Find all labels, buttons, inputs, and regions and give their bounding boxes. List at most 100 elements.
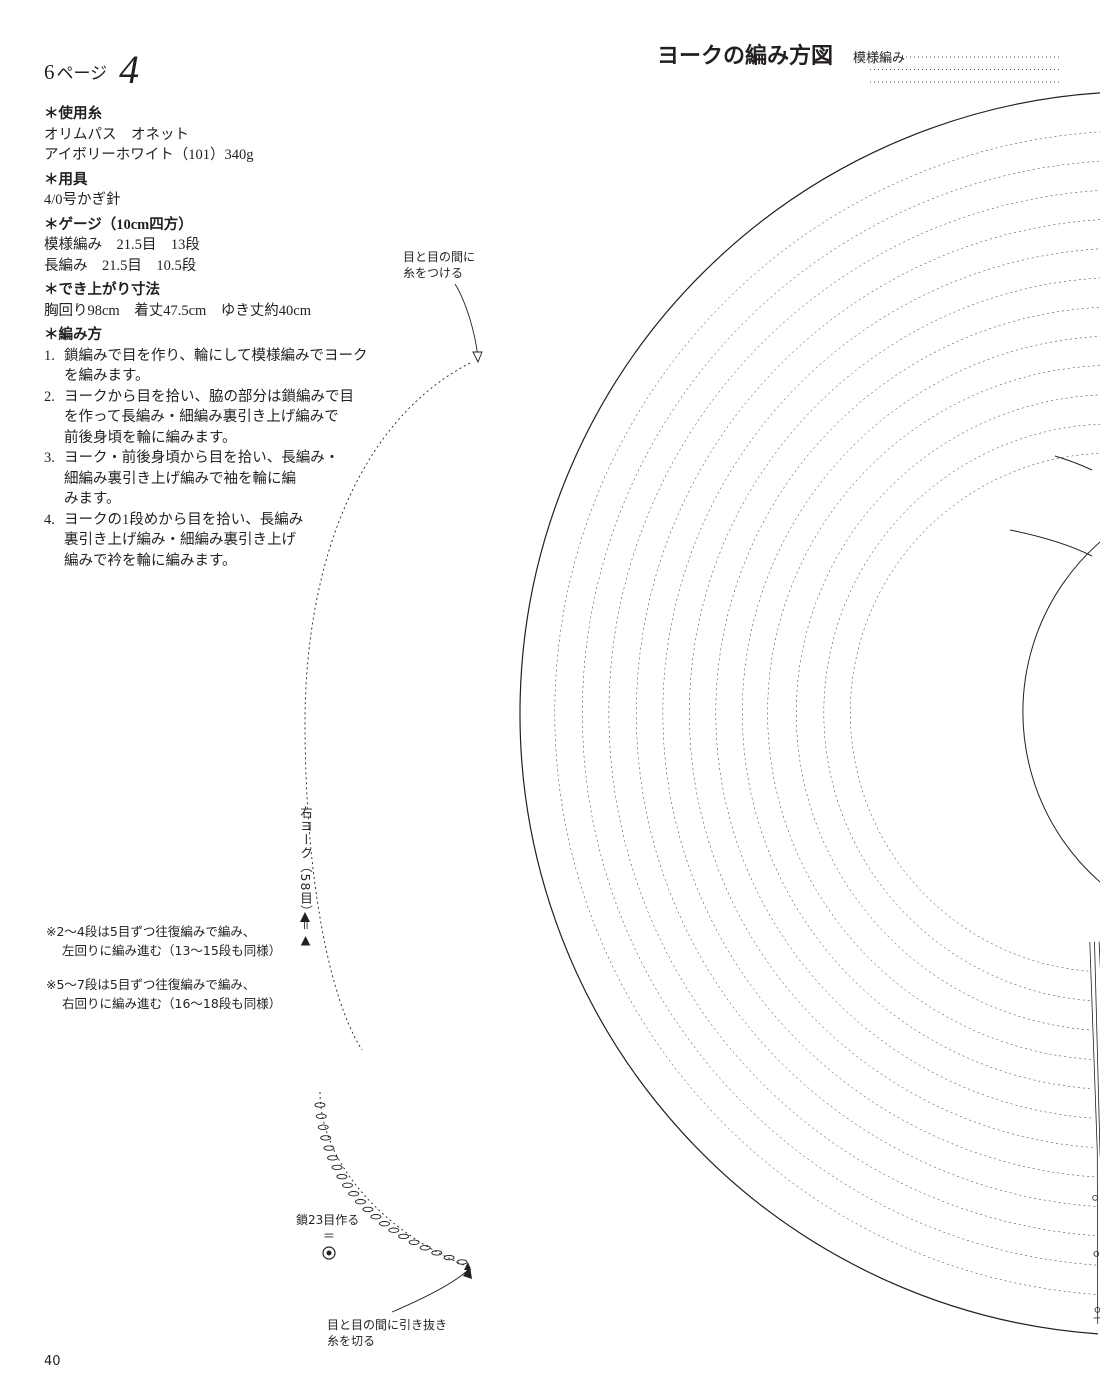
step-line: 細編み裏引き上げ編みで袖を輪に編: [64, 470, 296, 487]
chain-oval: [431, 1250, 443, 1256]
chart-background: [519, 92, 1100, 1335]
chain-oval: [348, 1191, 360, 1197]
step-line: ヨークから目を拾い、脇の部分は鎖編みで目: [64, 388, 354, 405]
step-number: 2.: [44, 388, 55, 405]
gauge-pattern: 模様編み 21.5目 13段: [44, 237, 200, 253]
stitch-column: [1089, 941, 1099, 1324]
inner-edge: [1054, 455, 1093, 471]
note-line: 右回りに編み進む（16〜18段も同様）: [62, 996, 282, 1011]
chain-oval: [408, 1239, 420, 1245]
step-line: ヨークの1段めから目を拾い、長編み: [64, 511, 304, 528]
row-guide: [796, 394, 1100, 1031]
footer-page-number: 40: [44, 1354, 61, 1369]
inner-edge: [1009, 529, 1093, 557]
pattern-number: 4: [119, 47, 140, 92]
header-page-number: 6: [44, 60, 55, 84]
note: ※5〜7段は5目ずつ往復編みで編み、 右回りに編み進む（16〜18段も同様）: [46, 975, 281, 1013]
join-yarn-line: 目と目の間に: [403, 250, 476, 264]
row-guide: [636, 219, 1100, 1207]
right-yoke-label: 右ヨーク（58目）＝▲: [298, 806, 313, 948]
step-number: 1.: [44, 347, 55, 364]
chain-oval: [456, 1259, 468, 1265]
row-guide: [662, 248, 1100, 1178]
chart-annotations: [300, 56, 1060, 1313]
yarn-brand: オリムパス オネット: [44, 126, 189, 143]
chain-equals-label: ＝: [323, 1229, 336, 1243]
stitch-mark: [1092, 1195, 1098, 1201]
row-guide: [582, 161, 1100, 1266]
step-line: を作って長編み・細編み裏引き上げ編みで: [64, 409, 339, 425]
step-line: 編みで衿を輪に編みます。: [64, 552, 237, 569]
method-step: 1. 鎖編みで目を作り、輪にして模様編みでヨーク を編みます。: [44, 346, 374, 387]
chain-oval: [370, 1214, 382, 1220]
diagram-title: ヨークの編み方図: [657, 44, 834, 69]
start-symbol-center: [326, 1250, 332, 1256]
yoke-dashed-arc: [304, 362, 471, 1051]
outer-edge: [519, 92, 1100, 1335]
step-number: 4.: [44, 511, 55, 528]
stitch-grid: [554, 131, 1100, 1324]
chain-oval: [342, 1182, 353, 1188]
yarn-color: アイボリーホワイト（101）340g: [44, 147, 254, 163]
tools-heading: ＊用具: [44, 171, 88, 188]
method-step: 4. ヨークの1段めから目を拾い、長編み 裏引き上げ編み・細編み裏引き上げ 編み…: [44, 510, 374, 572]
method-heading: ＊編み方: [44, 327, 102, 343]
fasten-off-line: 目と目の間に引き抜き: [327, 1318, 448, 1332]
step-line: 前後身頃を輪に編みます。: [64, 429, 237, 446]
size-values: 胸回り98cm 着丈47.5cm ゆき丈約40cm: [44, 302, 312, 319]
step-line: みます。: [64, 491, 121, 507]
gauge-heading: ＊ゲージ（10cm四方）: [44, 216, 193, 233]
notes: ※2〜4段は5目ずつ往復編みで編み、 左回りに編み進む（13〜15段も同様） ※…: [46, 922, 281, 1028]
yarn-heading: ＊使用糸: [44, 106, 102, 122]
chain-oval: [443, 1254, 455, 1261]
hook-size: 4/0号かぎ針: [44, 192, 121, 208]
chain-oval: [388, 1227, 400, 1233]
chain-oval: [419, 1245, 431, 1251]
row-guide: [689, 277, 1100, 1148]
step-line: 裏引き上げ編み・細編み裏引き上げ: [64, 532, 296, 548]
chain-oval: [331, 1164, 343, 1171]
note-line: 左回りに編み進む（13〜15段も同様）: [62, 943, 282, 958]
chain-oval: [355, 1199, 366, 1205]
row-guide: [850, 453, 1100, 972]
fasten-off-label: 目と目の間に引き抜き 糸を切る: [327, 1317, 447, 1349]
chain-oval: [327, 1155, 339, 1161]
chain-oval: [379, 1221, 390, 1227]
row-guide: [715, 307, 1100, 1119]
chain-oval: [398, 1233, 410, 1240]
materials-info: ＊使用糸 オリムパス オネット アイボリーホワイト（101）340g ＊用具 4…: [44, 104, 374, 571]
diagram-subtitle: 模様編み: [853, 51, 906, 66]
triangle-marker-icon: [300, 912, 310, 922]
size-heading: ＊でき上がり寸法: [44, 282, 160, 298]
note-line: ※2〜4段は5目ずつ往復編みで編み、: [46, 924, 256, 939]
join-yarn-leader: [454, 283, 479, 359]
stitch-mark: [1093, 1251, 1100, 1257]
method-step: 2. ヨークから目を拾い、脇の部分は鎖編みで目 を作って長編み・細編み裏引き上げ…: [44, 387, 374, 449]
header-page-label: ページ: [56, 64, 108, 83]
row-guide: [767, 365, 1100, 1060]
row-guide: [823, 424, 1100, 1001]
chain-oval: [320, 1135, 332, 1141]
fasten-off-leader: [391, 1269, 469, 1313]
join-yarn-line: 糸をつける: [403, 266, 464, 280]
join-yarn-label: 目と目の間に 糸をつける: [403, 249, 475, 281]
arrow-icon: [472, 351, 483, 364]
row-guide: [608, 190, 1100, 1236]
start-triangle-icon: [464, 1262, 471, 1270]
chain-oval: [317, 1124, 329, 1130]
step-line: 鎖編みで目を作り、輪にして模様編みでヨーク: [64, 347, 368, 364]
stitch-column: [1094, 941, 1100, 1159]
inner-edge: [1022, 541, 1100, 883]
row-guide: [554, 131, 1100, 1295]
start-symbol-icon: [322, 1246, 336, 1260]
fasten-off-line: 糸を切る: [327, 1334, 376, 1348]
step-number: 3.: [44, 450, 55, 466]
chain-oval: [314, 1102, 326, 1108]
step-line: ヨーク・前後身頃から目を拾い、長編み・: [64, 450, 340, 466]
step-line: を編みます。: [64, 368, 150, 384]
note-line: ※5〜7段は5目ずつ往復編みで編み、: [46, 977, 256, 992]
chain-oval: [362, 1206, 374, 1213]
chain-oval: [336, 1173, 348, 1180]
